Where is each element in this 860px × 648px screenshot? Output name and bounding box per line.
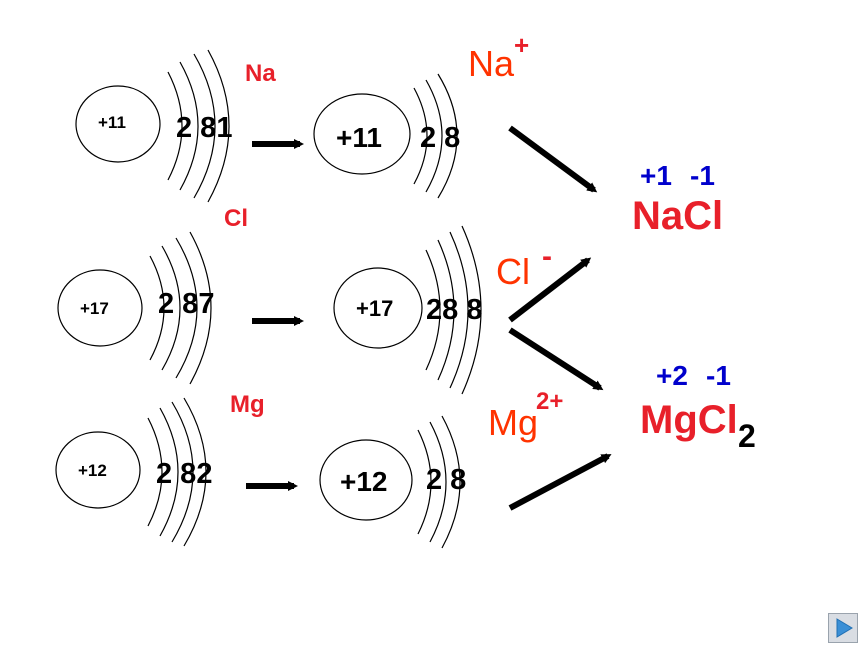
cl-ion-label: Cl: [496, 251, 530, 292]
na-ion: [313, 73, 458, 199]
mg-nucleus: [55, 431, 141, 509]
na-ion-superscript: +: [514, 30, 530, 60]
mgcl2-formula: MgCl: [640, 398, 738, 442]
na-nucleus: [75, 85, 161, 163]
na-ion-charge: +11: [336, 122, 382, 153]
mg-element-label: Mg: [230, 391, 265, 418]
na-atom-shells-label: 2 81: [176, 112, 233, 144]
mg-ion-charge: +12: [340, 466, 388, 497]
na-ion-nucleus: [313, 93, 411, 175]
cl-atom-shells: [149, 231, 212, 385]
mg-atom: [55, 397, 207, 547]
cl-ion-nucleus: [333, 267, 423, 349]
cl-atom-charge: +17: [80, 299, 109, 318]
mg-ion-shells-label: 2 8: [426, 464, 467, 496]
mg-ion: [319, 415, 461, 549]
cl-ion-shells-label: 28 8: [426, 294, 483, 326]
na-atom: [75, 49, 230, 203]
mg-ion-nucleus: [319, 439, 413, 521]
cl-to-nacl-arrow: [508, 257, 592, 323]
mg-ion-label: Mg: [488, 402, 539, 443]
mgcl2-valence-mg: +2: [656, 360, 688, 391]
na-to-nacl-arrow: [508, 125, 598, 193]
play-next-icon: [828, 613, 858, 643]
mgcl2-valence-cl: -1: [706, 360, 731, 391]
na-atom-charge: +11: [98, 113, 126, 132]
cl-atom: [57, 231, 212, 385]
na-atom-shells: [167, 49, 230, 203]
cl-ion-charge: +17: [356, 296, 394, 321]
na-ion-shells-label: 2 8: [420, 122, 461, 154]
na-ion-shells: [413, 73, 458, 199]
mg-ion-superscript: 2+: [536, 388, 564, 415]
nacl-valence-cl: -1: [690, 160, 715, 191]
nacl-valence-na: +1: [640, 160, 672, 191]
cl-ion-superscript: -: [542, 240, 552, 273]
mg-to-mgcl2-arrow: [508, 453, 612, 511]
cl-ion: [333, 225, 482, 395]
cl-nucleus: [57, 269, 143, 347]
cl-atom-shells-label: 2 87: [158, 288, 215, 320]
na-element-label: Na: [245, 60, 276, 87]
mg-atom-shells-label: 2 82: [156, 458, 213, 490]
mg-atom-charge: +12: [78, 461, 107, 480]
nacl-formula: NaCl: [632, 194, 724, 238]
mg-atom-shells: [147, 397, 207, 547]
mg-ion-shells: [417, 415, 461, 549]
cl-ion-shells: [425, 225, 482, 395]
cl-element-label: Cl: [224, 205, 248, 232]
next-slide-button[interactable]: [828, 613, 858, 643]
cl-to-mgcl2-arrow: [508, 327, 604, 391]
na-ion-label: Na: [468, 43, 515, 84]
mgcl2-subscript: 2: [738, 418, 756, 454]
